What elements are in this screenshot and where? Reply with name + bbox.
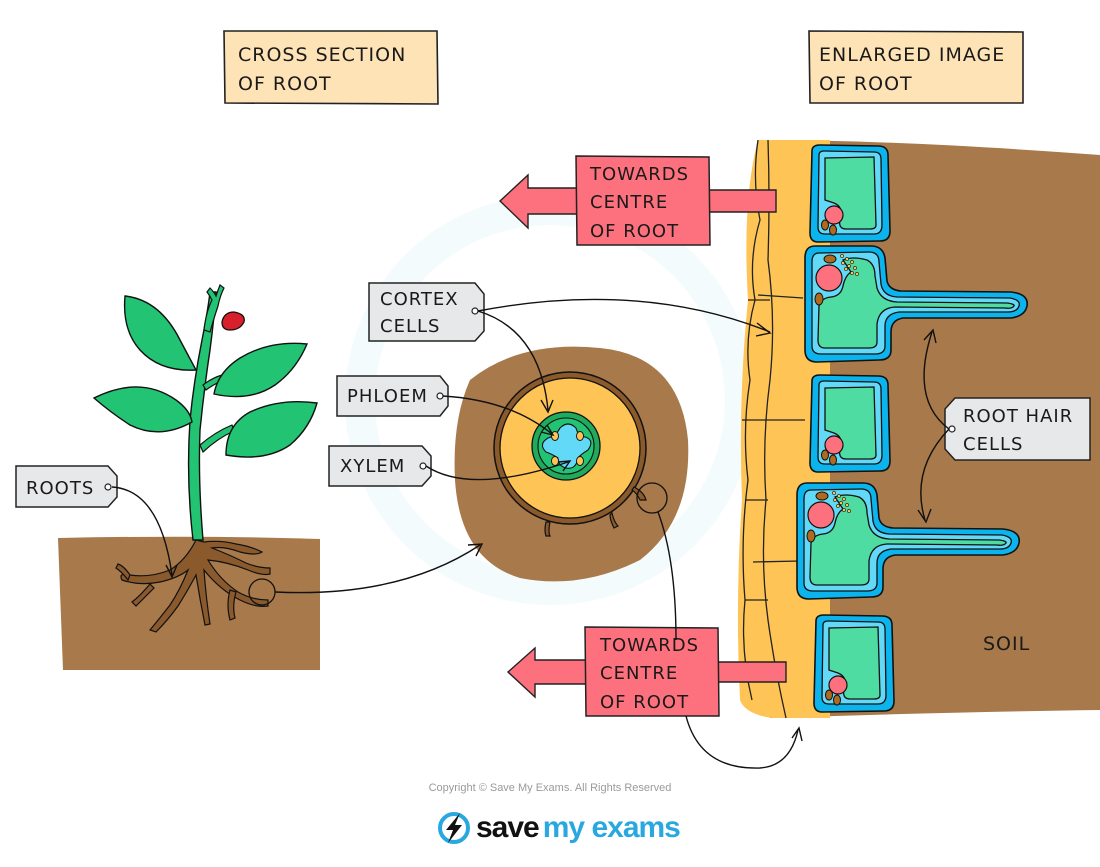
stem: [187, 291, 217, 541]
arrow-text: CENTRE: [600, 663, 678, 684]
arrow-text: OF ROOT: [600, 692, 689, 713]
arrow-towards-centre-bottom: TOWARDS CENTRE OF ROOT: [506, 626, 787, 717]
brand-my-exams: my exams: [542, 811, 681, 844]
phloem-connector: [442, 395, 553, 435]
root-hair-connector-down: [920, 428, 950, 521]
tag-cortex-cells: CORTEX CELLS: [368, 282, 485, 342]
arrow-text: OF ROOT: [590, 221, 679, 242]
tag-text: ROOTS: [26, 478, 94, 499]
title-line-2: OF ROOT: [238, 73, 332, 95]
tag-text: CELLS: [963, 434, 1023, 455]
magnify-circle: [636, 482, 668, 514]
phloem: [551, 431, 584, 466]
plant-to-section-connector: [274, 544, 481, 594]
tag-root-hair-cells: ROOT HAIR CELLS: [944, 397, 1091, 461]
leaf: [92, 386, 193, 433]
arrow-text: CENTRE: [590, 192, 668, 213]
tag-phloem: PHLOEM: [336, 375, 449, 417]
bottom-connector: [685, 715, 799, 769]
copyright-text: Copyright © Save My Exams. All Rights Re…: [428, 782, 672, 794]
root-hairs-small: [544, 486, 647, 537]
xylem-connector: [425, 461, 569, 481]
tag-text: CELLS: [380, 316, 440, 337]
tag-text: ROOT HAIR: [963, 406, 1073, 427]
title-enlarged-image: ENLARGED IMAGE OF ROOT: [808, 30, 1024, 104]
tag-text: XYLEM: [340, 456, 405, 477]
tag-xylem: XYLEM: [328, 445, 432, 487]
tag-roots: ROOTS: [15, 465, 118, 508]
cross-section: [454, 346, 689, 582]
flower-stalk: [203, 284, 225, 333]
roots-connector: [111, 486, 173, 576]
arrow-towards-centre-top: TOWARDS CENTRE OF ROOT: [498, 155, 777, 246]
title-line-2: OF ROOT: [819, 73, 913, 95]
section-to-enlarged-connector: [657, 511, 677, 641]
title-line-1: ENLARGED IMAGE: [819, 44, 1005, 66]
root-hair-connector-up: [923, 331, 950, 430]
leaf: [225, 401, 318, 458]
title-line-1: CROSS SECTION: [238, 44, 406, 66]
leaf: [213, 342, 309, 398]
arrow-text: TOWARDS: [599, 635, 699, 656]
tag-text: PHLOEM: [347, 386, 428, 407]
flower-bud: [221, 311, 245, 331]
plant-roots: [115, 539, 271, 633]
cortex-cell-lines: [742, 139, 805, 719]
epidermal-cell: [809, 374, 891, 473]
cortex-to-enlarged-connector: [477, 298, 771, 333]
soil-label: SOIL: [983, 633, 1030, 655]
cortex-connector: [477, 310, 549, 411]
plant: [58, 284, 320, 670]
brand-save: save: [476, 811, 540, 844]
title-cross-section: CROSS SECTION OF ROOT: [223, 30, 439, 105]
tag-text: CORTEX: [380, 289, 459, 310]
brand-logo: save my exams: [436, 808, 681, 848]
connector-lines: [111, 298, 950, 769]
arrow-text: TOWARDS: [589, 164, 689, 185]
leaf: [123, 295, 198, 371]
lightning-bolt-icon: [438, 812, 470, 844]
epidermal-cell: [809, 144, 891, 243]
epidermal-cell: [813, 614, 895, 713]
